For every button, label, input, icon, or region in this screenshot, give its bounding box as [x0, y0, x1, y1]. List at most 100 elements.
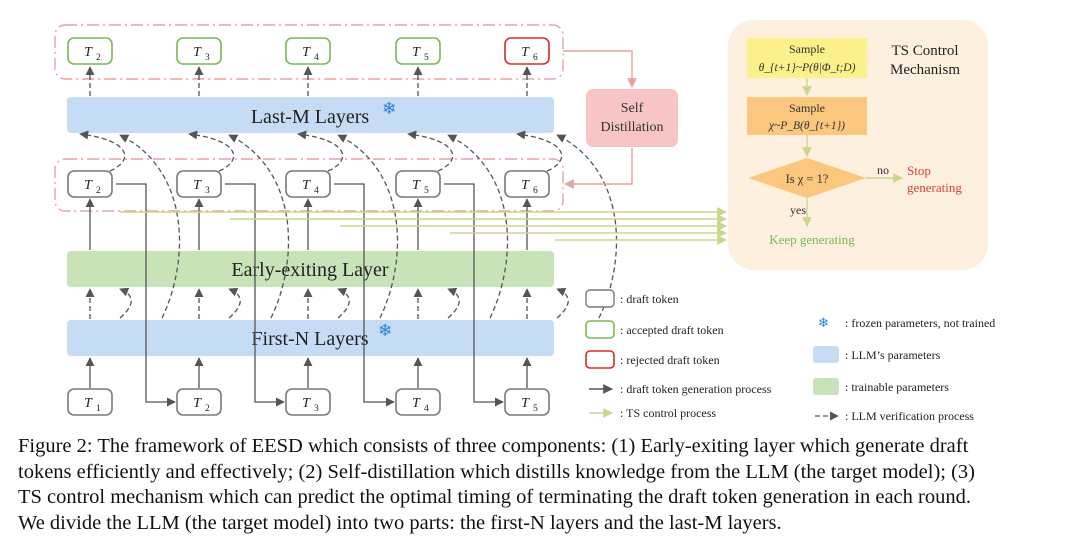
token-subscript: 2	[96, 186, 101, 196]
caption-line: We divide the LLM (the target model) int…	[18, 511, 782, 534]
token-box	[504, 170, 550, 198]
decision-label: Is χ = 1?	[786, 172, 829, 186]
legend-frozen-icon: ❄	[818, 315, 829, 330]
token-label: T	[84, 45, 93, 60]
ts-title-line-1: TS Control	[891, 43, 958, 59]
distill-arrow-from-top	[563, 50, 637, 88]
first-n-layers-bar	[67, 320, 554, 356]
no-label: no	[877, 163, 889, 177]
legend-draft-token: : draft token	[620, 292, 679, 306]
stop-generating-line-2: generating	[907, 180, 962, 195]
legend-frozen: : frozen parameters, not trained	[845, 316, 995, 330]
early-exiting-layer-bar	[67, 251, 554, 287]
generation-arrow	[334, 183, 395, 407]
token-label: T	[412, 396, 421, 411]
token-subscript: 1	[96, 404, 101, 414]
legend-verification: : LLM verification process	[845, 409, 974, 423]
verification-arrow	[228, 287, 241, 319]
token-box	[504, 37, 550, 65]
legend-generation: : draft token generation process	[620, 382, 772, 396]
verification-arrow	[228, 134, 290, 319]
token-subscript: 3	[205, 53, 210, 63]
token-subscript: 5	[424, 53, 429, 63]
ts-control-arrows	[120, 207, 727, 245]
verification-arrow	[337, 287, 350, 319]
token-label: T	[302, 396, 311, 411]
generation-arrow	[444, 183, 504, 407]
self-distillation-box	[586, 89, 678, 147]
token-box	[67, 170, 113, 198]
middle-token-row-frame	[54, 158, 564, 212]
token-label: T	[521, 45, 530, 60]
token-box	[67, 388, 113, 416]
token-label: T	[521, 178, 530, 193]
token-box	[176, 388, 222, 416]
token-box	[67, 37, 113, 65]
verification-arrow	[119, 287, 132, 319]
token-label: T	[193, 45, 202, 60]
sample-theta-box	[747, 38, 867, 78]
token-box	[395, 170, 441, 198]
token-label: T	[84, 396, 93, 411]
token-label: T	[302, 178, 311, 193]
verification-arrow	[119, 134, 181, 319]
token-label: T	[193, 396, 202, 411]
sample-chi-formula: χ~P_B(θ_{t+1})	[768, 120, 845, 132]
token-label: T	[302, 45, 311, 60]
legend-llm-params-swatch	[813, 346, 839, 363]
verification-arrow	[188, 130, 235, 172]
legend-ts-process: : TS control process	[620, 406, 716, 420]
token-subscript: 3	[205, 186, 210, 196]
caption-line: tokens efficiently and effectively; (2) …	[18, 460, 975, 483]
freeze-icon: ❄	[378, 321, 392, 340]
token-subscript: 4	[424, 404, 429, 414]
token-subscript: 6	[533, 186, 538, 196]
distill-arrow-to-middle	[564, 148, 633, 189]
last-m-layers-label: Last-M Layers	[251, 106, 370, 128]
verification-arrow	[297, 130, 344, 172]
legend-trainable: : trainable parameters	[845, 380, 949, 394]
last-m-layers-bar	[67, 97, 554, 133]
verification-arrow	[407, 130, 454, 172]
figure-caption: Figure 2: The framework of EESD which co…	[18, 434, 1068, 536]
keep-generating-label: Keep generating	[769, 232, 855, 247]
yes-label: yes	[790, 203, 806, 217]
top-token-row-frame	[54, 24, 564, 80]
token-box	[176, 170, 222, 198]
token-box	[285, 388, 331, 416]
token-subscript: 3	[314, 404, 319, 414]
legend-accepted-swatch	[585, 320, 615, 339]
first-n-layers-label: First-N Layers	[251, 328, 368, 350]
sample-theta-formula: θ_{t+1}~P(θ|Φ_t;D)	[759, 62, 856, 74]
token-box	[285, 37, 331, 65]
decision-diamond	[748, 158, 866, 198]
verification-arrow	[337, 134, 399, 319]
legend: : draft token : accepted draft token : r…	[585, 289, 995, 423]
token-label: T	[193, 178, 202, 193]
token-box	[176, 37, 222, 65]
generation-arrow	[116, 183, 176, 407]
verification-arrow	[556, 287, 569, 319]
legend-rejected: : rejected draft token	[620, 353, 720, 367]
token-box	[504, 388, 550, 416]
verification-arrow	[516, 130, 563, 172]
legend-accepted: : accepted draft token	[620, 323, 724, 337]
token-subscript: 6	[533, 53, 538, 63]
legend-rejected-swatch	[585, 350, 615, 369]
sample-chi-box	[747, 97, 867, 135]
legend-llm-params: : LLM’s parameters	[845, 348, 941, 362]
freeze-icon: ❄	[382, 99, 396, 118]
token-box	[285, 170, 331, 198]
